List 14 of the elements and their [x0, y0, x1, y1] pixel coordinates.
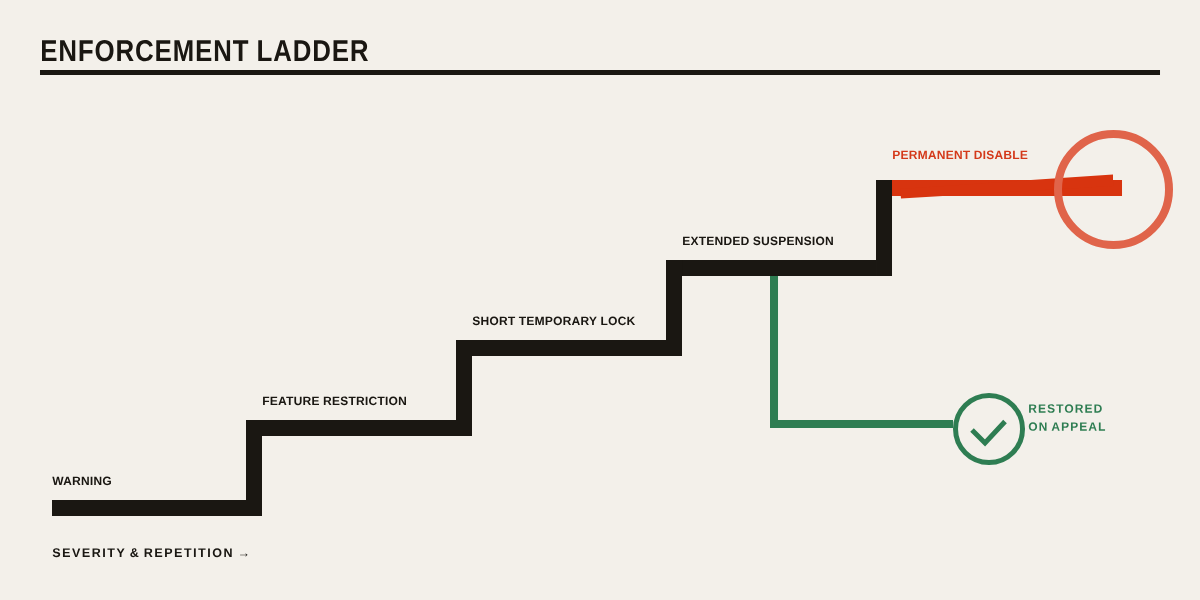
step-riser: [666, 260, 682, 356]
circle-outline: [1054, 130, 1173, 249]
step-label: PERMANENT DISABLE: [893, 150, 1028, 160]
step-riser: [456, 340, 472, 436]
step-riser: [246, 420, 262, 516]
title: ENFORCEMENT LADDER: [42, 40, 368, 62]
axis-label: SEVERITY & REPETITION →: [52, 548, 248, 558]
node-caption: RESTORED ON APPEAL: [1028, 404, 1106, 431]
step-riser: [876, 180, 892, 276]
step-label: EXTENDED SUSPENSION: [683, 236, 833, 246]
connector-line: [770, 276, 953, 428]
step-label: WARNING: [52, 476, 111, 486]
step-label: FEATURE RESTRICTION: [263, 396, 406, 406]
step-label: SHORT TEMPORARY LOCK: [472, 316, 636, 326]
